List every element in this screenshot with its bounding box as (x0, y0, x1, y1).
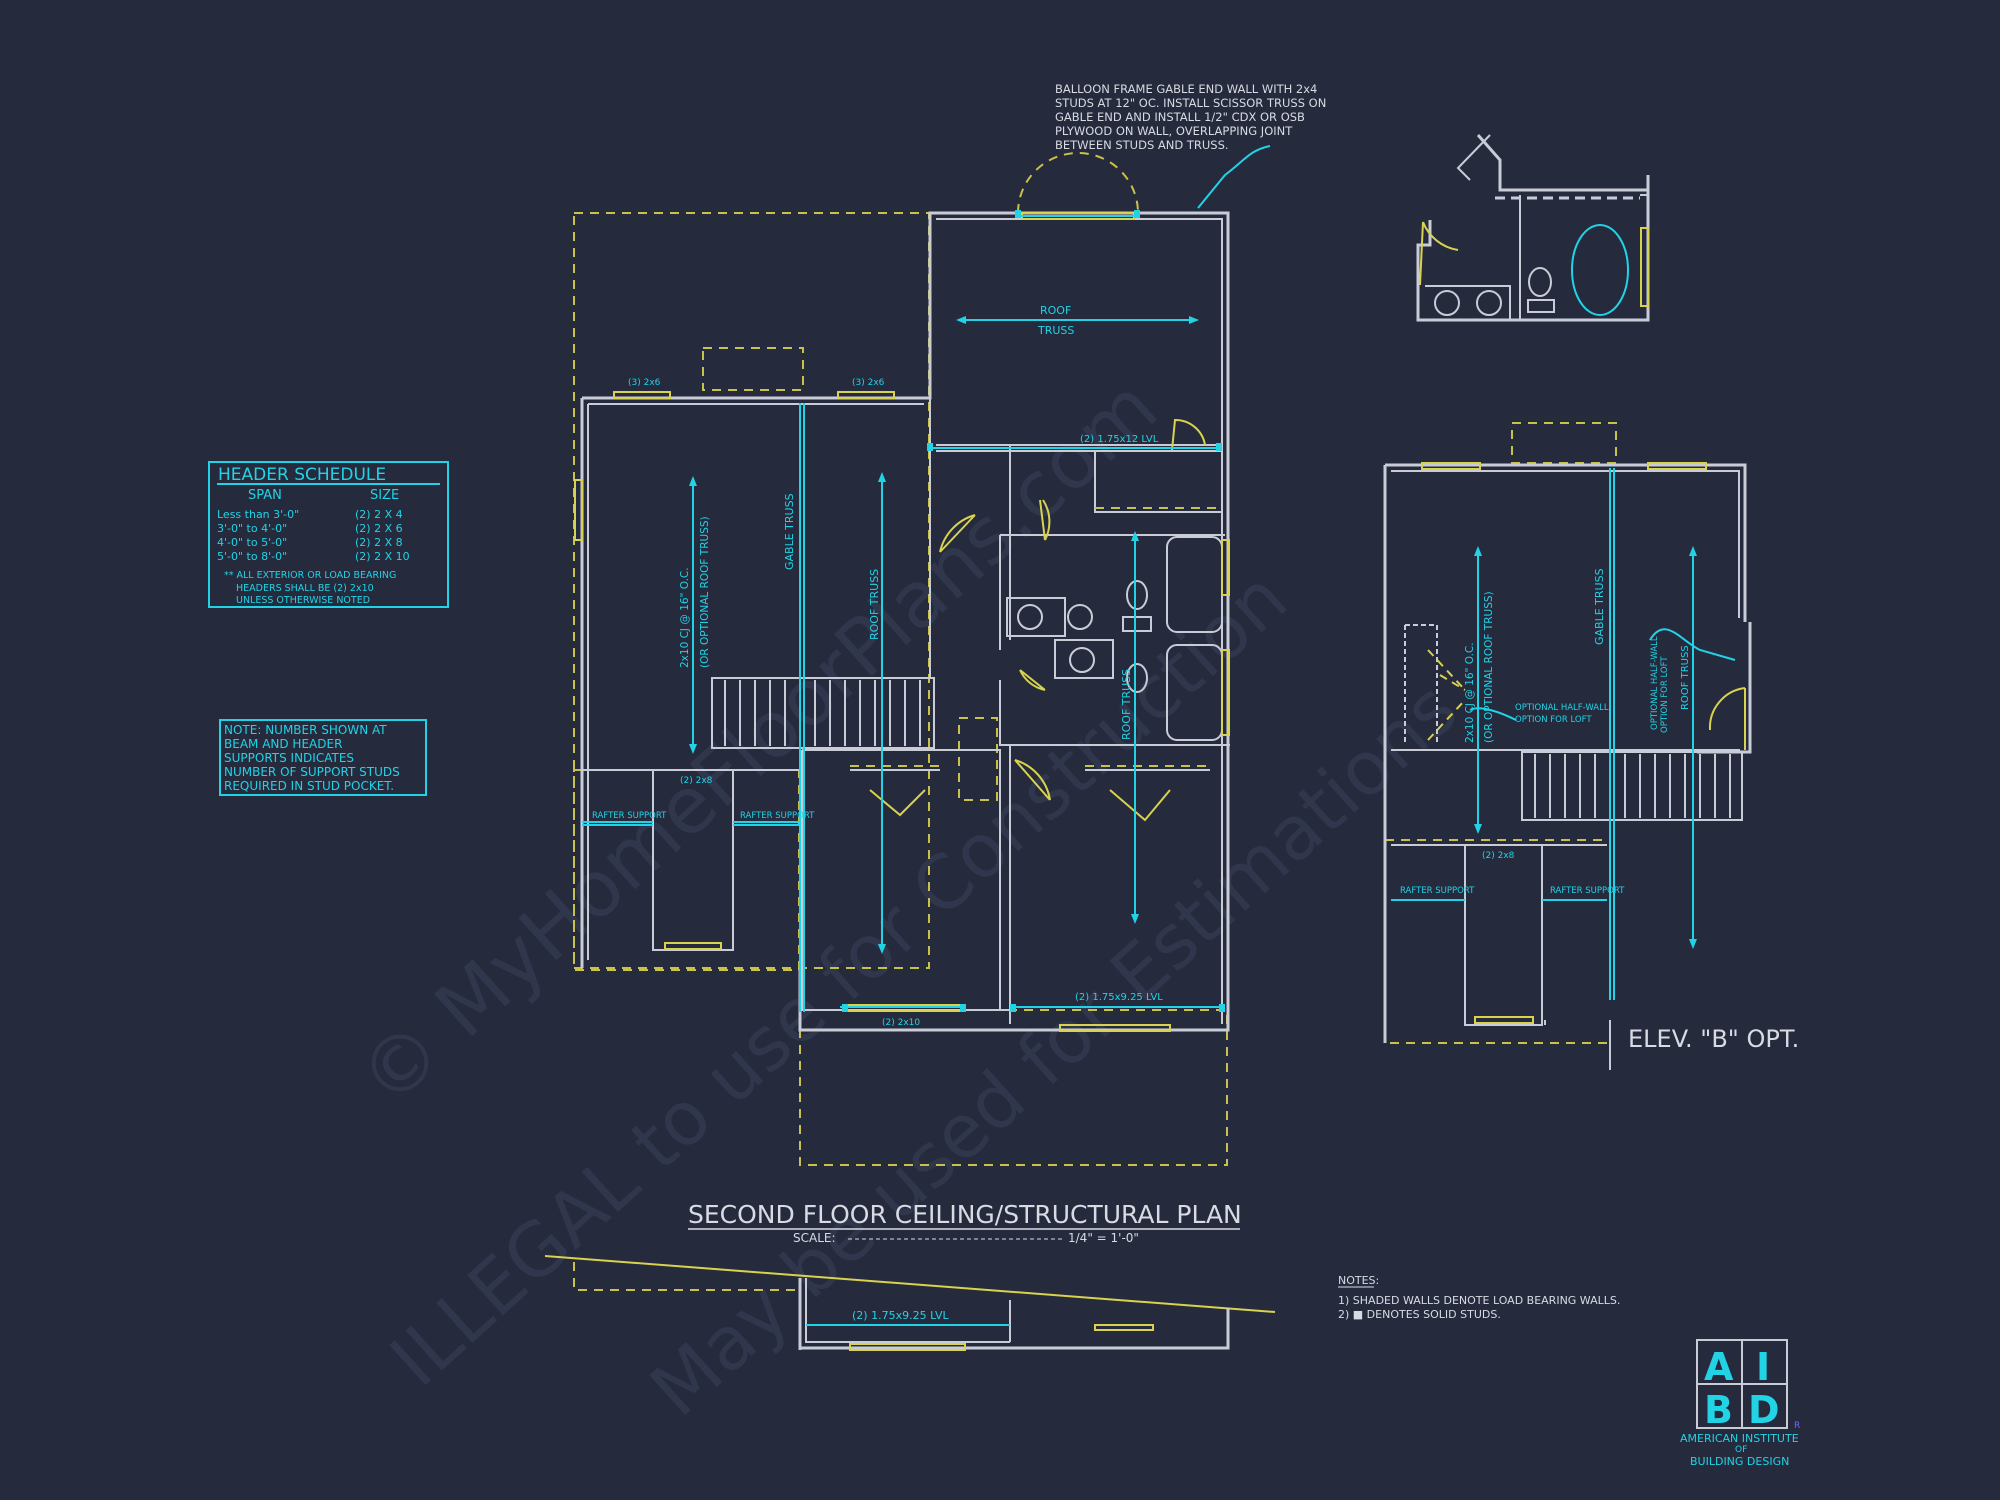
label-roof-truss-b: ROOF TRUSS (1120, 669, 1133, 740)
footnote-2: HEADERS SHALL BE (2) 2x10 (236, 583, 374, 594)
bath-option-detail (1416, 134, 1650, 322)
note-line-2: STUDS AT 12" OC. INSTALL SCISSOR TRUSS O… (1055, 96, 1326, 110)
label-ceiling-joist: 2x10 CJ @ 16" O.C. (679, 567, 691, 668)
label-rafter-support-b: RAFTER SUPPORT (740, 811, 815, 821)
label-roof: ROOF (1040, 304, 1071, 317)
label-header-2x8: (2) 2x8 (680, 776, 713, 786)
label-rafter-support-d: RAFTER SUPPORT (1550, 886, 1625, 896)
notes-title: NOTES: (1338, 1274, 1379, 1287)
label-rafter-support-a: RAFTER SUPPORT (592, 811, 667, 821)
logo-line-2: OF (1735, 1445, 1747, 1455)
studs-note-box (219, 719, 427, 796)
label-half-wall-vert: OPTIONAL HALF-WALL (1650, 636, 1660, 730)
bay-window-arch (1017, 152, 1139, 214)
note-line-4: PLYWOOD ON WALL, OVERLAPPING JOINT (1055, 124, 1293, 138)
row-size-2: (2) 2 X 6 (355, 522, 403, 535)
watermark-group: © MyHomeFloorPlans.com ILLEGAL to use fo… (342, 362, 1473, 1433)
studs-note-line-2: BEAM AND HEADER (224, 737, 342, 751)
studs-note-line-1: NOTE: NUMBER SHOWN AT (224, 723, 387, 737)
leader-line (1197, 145, 1271, 209)
aibd-logo: A I B D R AMERICAN INSTITUTE OF BUILDING… (1680, 1339, 1800, 1468)
label-lvl-top: (2) 1.75x12 LVL (1080, 434, 1159, 445)
row-span-1: Less than 3'-0" (217, 508, 299, 521)
label-roof-truss: ROOF TRUSS (868, 569, 881, 640)
main-floor-plan: (3) 2x6 (3) 2x6 ROOF TRUSS (2) 1.75x12 L… (573, 152, 1230, 1166)
elevation-b-option-plan: 2x10 CJ @ 16" O.C. (OR OPTIONAL ROOF TRU… (1383, 422, 1799, 1070)
label-optional-truss: (OR OPTIONAL ROOF TRUSS) (699, 516, 711, 668)
label-cj-elev-b: 2x10 CJ @ 16" O.C. (1464, 642, 1476, 743)
row-span-4: 5'-0" to 8'-0" (217, 550, 287, 563)
plan-title: SECOND FLOOR CEILING/STRUCTURAL PLAN (688, 1200, 1242, 1229)
row-size-3: (2) 2 X 8 (355, 536, 403, 549)
label-elev-b-option: ELEV. "B" OPT. (1628, 1025, 1799, 1053)
porch-plan: (2) 1.75x9.25 LVL (544, 1255, 1276, 1351)
col-size-header: SIZE (370, 488, 399, 503)
label-truss: TRUSS (1037, 324, 1074, 337)
col-span-header: SPAN (248, 488, 282, 503)
footnote-3: UNLESS OTHERWISE NOTED (236, 595, 370, 606)
logo-letter-i: I (1756, 1345, 1770, 1389)
logo-letter-d: D (1748, 1388, 1780, 1432)
label-roof-truss-elev-b: ROOF TRUSS (1680, 645, 1691, 710)
label-header-2x10: (2) 2x10 (882, 1018, 920, 1028)
label-gable-truss-elev-b: GABLE TRUSS (1593, 568, 1606, 645)
note-line-3: GABLE END AND INSTALL 1/2" CDX OR OSB (1055, 110, 1305, 124)
label-header-2x8-elev-b: (2) 2x8 (1482, 851, 1515, 861)
header-schedule: HEADER SCHEDULE SPAN SIZE Less than 3'-0… (208, 461, 449, 608)
studs-note: NOTE: NUMBER SHOWN AT BEAM AND HEADER SU… (219, 719, 427, 796)
row-span-2: 3'-0" to 4'-0" (217, 522, 287, 535)
logo-line-3: BUILDING DESIGN (1690, 1455, 1789, 1468)
stair-rail (711, 677, 935, 749)
row-size-1: (2) 2 X 4 (355, 508, 403, 521)
note-line-1: BALLOON FRAME GABLE END WALL WITH 2x4 (1055, 82, 1317, 96)
header-schedule-box (208, 461, 449, 608)
note-line-5: BETWEEN STUDS AND TRUSS. (1055, 138, 1229, 152)
label-gable-truss: GABLE TRUSS (783, 493, 796, 570)
header-label-3-2x6-a: (3) 2x6 (628, 378, 661, 388)
label-loft-option: OPTION FOR LOFT (1515, 715, 1592, 725)
label-lvl-porch: (2) 1.75x9.25 LVL (852, 1309, 950, 1322)
studs-note-line-3: SUPPORTS INDICATES (224, 751, 354, 765)
row-span-3: 4'-0" to 5'-0" (217, 536, 287, 549)
plan-title-block: SECOND FLOOR CEILING/STRUCTURAL PLAN SCA… (688, 1200, 1242, 1245)
note-item-2: 2) ■ DENOTES SOLID STUDS. (1338, 1308, 1501, 1321)
logo-letter-a: A (1704, 1345, 1734, 1389)
label-optional-truss-elev-b: (OR OPTIONAL ROOF TRUSS) (1483, 591, 1495, 743)
label-rafter-support-c: RAFTER SUPPORT (1400, 886, 1475, 896)
logo-letter-b: B (1704, 1388, 1733, 1432)
scale-value: 1/4" = 1'-0" (1068, 1231, 1139, 1245)
studs-note-line-5: REQUIRED IN STUD POCKET. (224, 779, 394, 793)
span-arrows (689, 316, 1199, 954)
label-half-wall: OPTIONAL HALF-WALL (1515, 703, 1609, 713)
balloon-frame-note: BALLOON FRAME GABLE END WALL WITH 2x4 ST… (1055, 82, 1326, 209)
footnote-1: ** ALL EXTERIOR OR LOAD BEARING (224, 570, 396, 581)
general-notes: NOTES: 1) SHADED WALLS DENOTE LOAD BEARI… (1338, 1274, 1620, 1321)
logo-line-1: AMERICAN INSTITUTE (1680, 1432, 1799, 1445)
label-lvl-bottom: (2) 1.75x9.25 LVL (1075, 992, 1163, 1003)
lower-floor-outline (573, 212, 930, 969)
note-item-1: 1) SHADED WALLS DENOTE LOAD BEARING WALL… (1338, 1294, 1620, 1307)
logo-registered-mark: R (1794, 1421, 1800, 1431)
header-schedule-title: HEADER SCHEDULE (218, 465, 386, 485)
row-size-4: (2) 2 X 10 (355, 550, 410, 563)
solid-stud-markers (842, 210, 1225, 1012)
scale-label: SCALE: (793, 1231, 836, 1245)
header-label-3-2x6-b: (3) 2x6 (852, 378, 885, 388)
label-loft-option-vert: OPTION FOR LOFT (1660, 656, 1670, 733)
studs-note-line-4: NUMBER OF SUPPORT STUDS (224, 765, 400, 779)
